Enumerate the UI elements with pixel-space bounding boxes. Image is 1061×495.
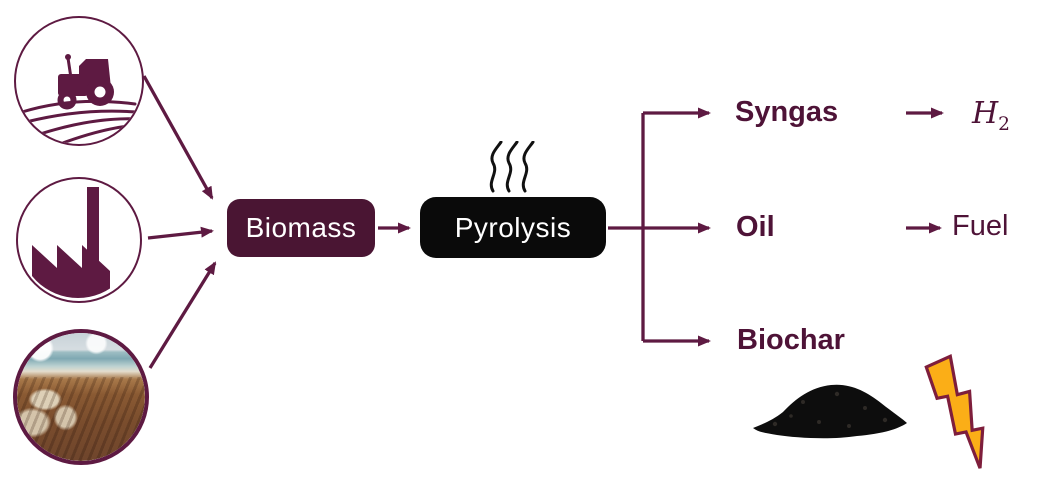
h2-formula: H2 [972, 96, 1010, 135]
industry-source-circle [16, 177, 142, 303]
biomass-label: Biomass [245, 212, 357, 243]
lightning-bolt-icon [924, 353, 985, 469]
biomass-node: Biomass [227, 199, 375, 257]
oil-label: Oil [736, 211, 775, 243]
syngas-label: Syngas [735, 96, 839, 128]
h2-subscript: 2 [998, 114, 1011, 135]
sargassum-beach-photo [13, 329, 149, 465]
arrow-industry-to-biomass [147, 226, 214, 240]
h2-symbol: H [972, 96, 999, 131]
pyrolysis-label: Pyrolysis [454, 211, 572, 243]
biochar-pile-image [753, 384, 907, 439]
pyrolysis-node: Pyrolysis [420, 197, 606, 258]
beach-photo-fill [17, 333, 145, 461]
biochar-label: Biochar [737, 324, 845, 356]
factory-icon [32, 187, 110, 298]
heat-waves-icon [489, 141, 535, 193]
arrow-agriculture-to-biomass [142, 75, 214, 200]
fuel-label: Fuel [952, 210, 1009, 242]
tractor-field-icon [20, 54, 141, 143]
agriculture-source-circle [14, 16, 144, 146]
seaweed-texture [17, 376, 145, 461]
arrow-sargassum-to-biomass [148, 261, 217, 369]
